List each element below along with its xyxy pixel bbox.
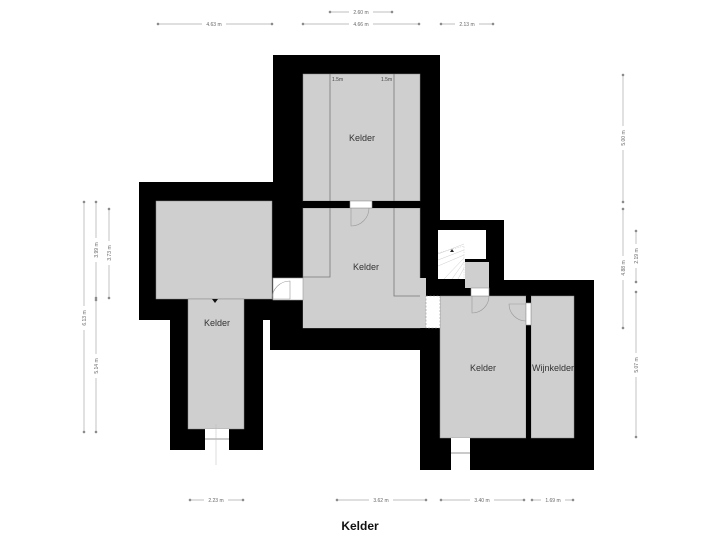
dim-left-3: 3.73 m (107, 245, 113, 260)
door-wine (525, 302, 532, 326)
partitions (303, 74, 420, 297)
dim-left-4: 5.14 m (94, 358, 100, 373)
room-label-north: Kelder (349, 133, 375, 143)
room-floor-southeast (439, 295, 527, 439)
floors (155, 73, 575, 439)
interior-wall (526, 296, 531, 438)
dim-right-4: 5.07 m (634, 357, 640, 372)
floor-title: Kelder (341, 519, 379, 533)
room-label-west: Kelder (204, 318, 230, 328)
door-north-center (349, 200, 373, 209)
doors (205, 200, 532, 470)
dim-bottom-4: 1.69 m (545, 498, 560, 504)
room-labels: 1.5m 1.5m Kelder Kelder Kelder Kelder Wi… (204, 77, 574, 373)
room-label-center: Kelder (353, 262, 379, 272)
staircase (437, 230, 489, 280)
opening-se-south (451, 438, 470, 470)
dim-left-2: 3.99 m (94, 242, 100, 257)
dimension-labels: 4.63 m 2.60 m 4.66 m 2.13 m 2.23 m 3.62 … (81, 9, 640, 504)
room-label-southeast: Kelder (470, 363, 496, 373)
dim-bottom-1: 2.23 m (208, 498, 223, 504)
dim-top-3: 4.66 m (353, 22, 368, 28)
dim-top-2: 2.60 m (353, 10, 368, 16)
height-annotation-right: 1.5m (381, 77, 392, 83)
height-annotation-left: 1.5m (332, 77, 343, 83)
dim-right-2: 4.88 m (621, 260, 627, 275)
dim-bottom-2: 3.62 m (373, 498, 388, 504)
dim-top-1: 4.63 m (206, 22, 221, 28)
room-floor-wine (530, 295, 575, 439)
stair-direction-arrow-icon (450, 249, 454, 252)
dim-bottom-3: 3.40 m (474, 498, 489, 504)
level-marker-icon (212, 299, 218, 303)
opening-center-se (425, 295, 441, 329)
dim-right-3: 2.19 m (634, 248, 640, 263)
room-floor-west (187, 298, 245, 430)
door-stair-se (470, 287, 490, 297)
dim-top-4: 2.13 m (459, 22, 474, 28)
dim-left-1: 6.13 m (82, 310, 88, 325)
room-floor-north (302, 73, 421, 202)
room-floor-west-big (155, 200, 273, 300)
door-swing (350, 207, 370, 227)
dim-right-1: 5.00 m (621, 130, 627, 145)
room-label-wine: Wijnkelder (532, 363, 574, 373)
